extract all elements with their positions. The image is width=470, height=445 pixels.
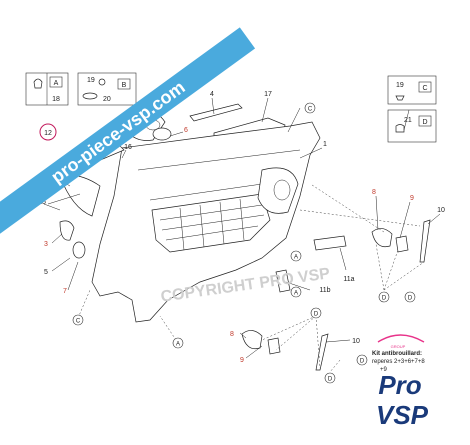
ref-a-bottom: A bbox=[176, 342, 180, 348]
box-c-letter: C bbox=[422, 85, 427, 92]
callout-11b: 11b bbox=[319, 287, 330, 294]
ref-d-3: D bbox=[314, 312, 319, 318]
logo-vsp: VSP bbox=[376, 400, 429, 430]
highlight-ring bbox=[39, 123, 57, 141]
provsp-logo: GROUP Pro VSP bbox=[376, 334, 429, 430]
box-d-top-num: 21 bbox=[404, 117, 412, 124]
callout-9-lower: 9 bbox=[240, 357, 244, 364]
box-b-letter: B bbox=[122, 82, 127, 89]
note-line-2: reperes 2+3+6+7+8 bbox=[372, 359, 425, 365]
logo-car-icon bbox=[377, 334, 425, 343]
ref-d-2: D bbox=[408, 296, 413, 302]
callout-10-lower: 10 bbox=[352, 338, 360, 345]
callout-6: 6 bbox=[184, 127, 188, 134]
ref-d-1: D bbox=[382, 296, 387, 302]
ref-d-5: D bbox=[360, 359, 365, 365]
callout-10-right: 10 bbox=[437, 207, 445, 214]
detail-box-c: 19 C bbox=[387, 75, 437, 105]
note-line-3: +9 bbox=[380, 367, 388, 373]
ref-d-4: D bbox=[328, 377, 333, 383]
callout-11a: 11a bbox=[343, 276, 354, 283]
callout-8-right: 8 bbox=[372, 189, 376, 196]
box-a-letter: A bbox=[54, 80, 59, 87]
fog-lamp-lower bbox=[241, 330, 263, 350]
lower-grille-mesh bbox=[151, 193, 271, 253]
callout-17: 17 bbox=[264, 91, 272, 98]
ref-c-left: C bbox=[76, 319, 81, 325]
box-c-top-num: 19 bbox=[396, 82, 404, 89]
callout-8-lower: 8 bbox=[230, 331, 234, 338]
bracket-11b bbox=[275, 269, 291, 293]
fog-lamp bbox=[72, 241, 86, 259]
box-b-bottom-num: 20 bbox=[103, 96, 111, 103]
callout-12: 12 bbox=[44, 130, 52, 137]
fog-kit-note: Kit antibrouillard: reperes 2+3+6+7+8 +9 bbox=[372, 351, 425, 373]
callout-5: 5 bbox=[44, 269, 48, 276]
ref-a-low: A bbox=[294, 291, 298, 297]
box-b-top-num: 19 bbox=[87, 77, 95, 84]
fog-lamp-right bbox=[371, 228, 393, 248]
fog-lamp-ring bbox=[152, 127, 172, 141]
callout-3: 3 bbox=[44, 241, 48, 248]
note-line-1: Kit antibrouillard: bbox=[372, 351, 422, 357]
box-a-bottom-num: 18 bbox=[52, 96, 60, 103]
logo-pro: Pro bbox=[378, 370, 421, 400]
bracket-11a bbox=[313, 235, 347, 251]
ref-circles: C C A A A D D D D D bbox=[72, 102, 416, 384]
detail-box-b: 19 20 B bbox=[77, 72, 137, 106]
detail-box-a: A 18 bbox=[25, 72, 69, 106]
callout-16: 16 bbox=[124, 144, 132, 151]
box-d-letter: D bbox=[422, 119, 427, 126]
callout-9-right: 9 bbox=[410, 195, 414, 202]
ref-a-mid: A bbox=[294, 255, 298, 261]
callout-4: 4 bbox=[210, 91, 214, 98]
side-marker bbox=[59, 220, 75, 241]
leader-lines bbox=[43, 95, 441, 373]
callout-1: 1 bbox=[323, 141, 327, 148]
logo-tag: GROUP bbox=[391, 344, 406, 349]
trim-strip bbox=[189, 103, 243, 122]
ref-c-top: C bbox=[308, 107, 313, 113]
callout-7: 7 bbox=[63, 288, 67, 295]
detail-box-d: 21 D bbox=[387, 109, 437, 143]
